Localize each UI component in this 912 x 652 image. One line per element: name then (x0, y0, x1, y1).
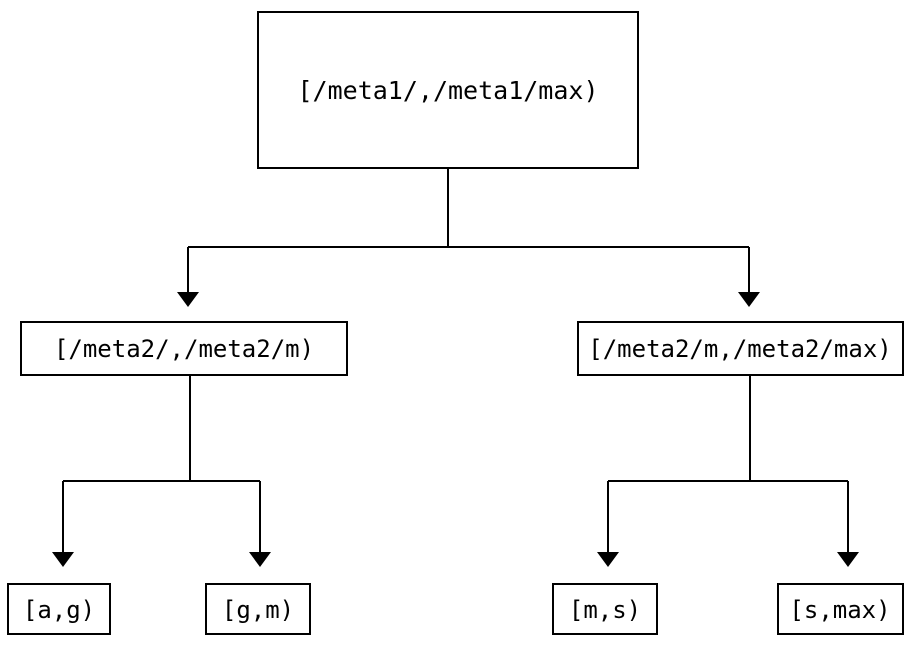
arrowhead-leaf-gm (249, 552, 271, 567)
node-leaf-gm[interactable]: [g,m) (204, 582, 312, 636)
node-leaf-ag-box (6, 582, 112, 636)
edge-group-mid-left (52, 375, 271, 567)
node-mid-right[interactable]: [/meta2/m,/meta2/max) (576, 320, 905, 377)
node-mid-right-label: [/meta2/m,/meta2/max) (588, 335, 891, 363)
node-mid-left-label: [/meta2/,/meta2/m) (54, 335, 314, 363)
node-leaf-ms-label: [m,s) (569, 596, 641, 624)
node-leaf-smax-label: [s,max) (789, 596, 890, 624)
node-leaf-smax-box (776, 582, 905, 636)
arrowhead-leaf-ag (52, 552, 74, 567)
arrowhead-mid-left (177, 292, 199, 307)
node-leaf-ag[interactable]: [a,g) (6, 582, 112, 636)
node-root-box (256, 10, 640, 170)
node-leaf-gm-label: [g,m) (222, 596, 294, 624)
edge-group-mid-right (597, 375, 859, 567)
node-leaf-ag-label: [a,g) (23, 596, 95, 624)
node-leaf-ms-box (551, 582, 659, 636)
node-root[interactable]: [/meta1/,/meta1/max) (256, 10, 640, 170)
node-leaf-smax[interactable]: [s,max) (776, 582, 905, 636)
node-leaf-ms[interactable]: [m,s) (551, 582, 659, 636)
edge-group-root (177, 168, 760, 307)
arrowhead-leaf-smax (837, 552, 859, 567)
node-mid-left-box (19, 320, 349, 377)
arrowhead-mid-right (738, 292, 760, 307)
node-root-label: [/meta1/,/meta1/max) (297, 76, 598, 105)
node-leaf-gm-box (204, 582, 312, 636)
arrowhead-leaf-ms (597, 552, 619, 567)
node-mid-right-box (576, 320, 905, 377)
node-mid-left[interactable]: [/meta2/,/meta2/m) (19, 320, 349, 377)
